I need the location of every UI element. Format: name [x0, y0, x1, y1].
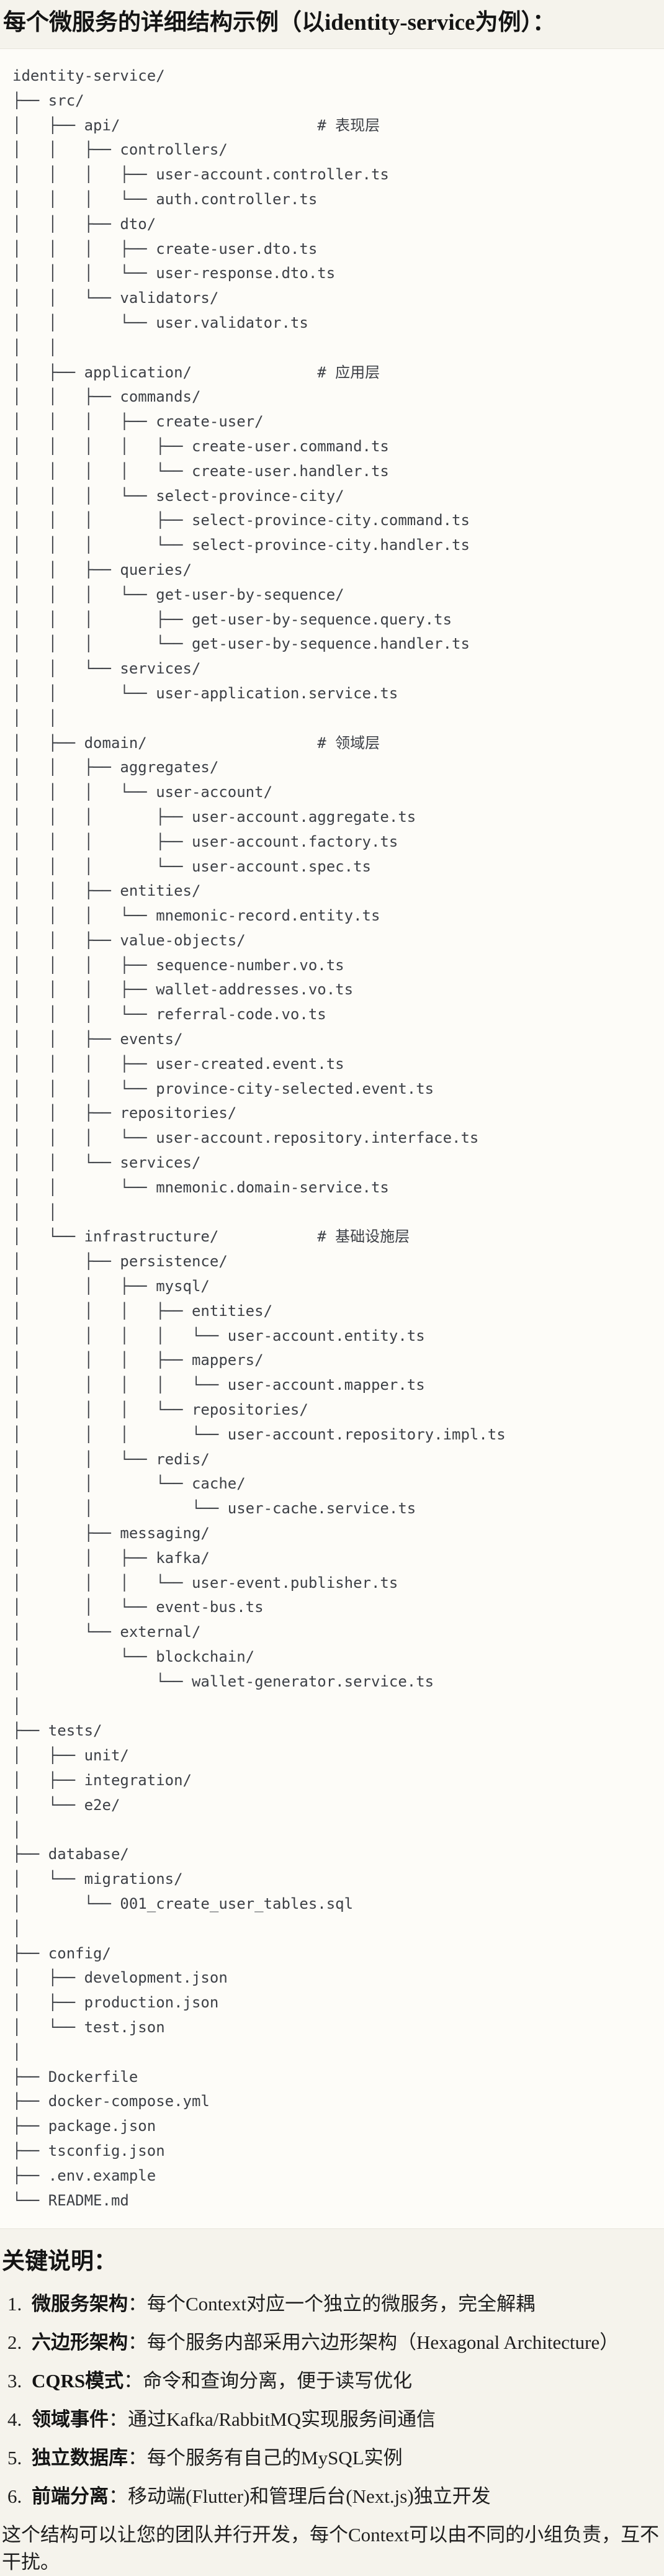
list-item-desc: ：每个服务有自己的MySQL实例: [128, 2447, 403, 2469]
list-item-number: 3.: [7, 2370, 22, 2392]
list-item-number: 2.: [7, 2331, 22, 2354]
list-item: 5. 独立数据库：每个服务有自己的MySQL实例: [0, 2444, 664, 2472]
list-item: 4. 领域事件：通过Kafka/RabbitMQ实现服务间通信: [0, 2406, 664, 2433]
list-item-desc: ：每个Context对应一个独立的微服务，完全解耦: [128, 2293, 536, 2315]
list-item-number: 4.: [7, 2408, 22, 2431]
notes-list: 1. 微服务架构：每个Context对应一个独立的微服务，完全解耦 2. 六边形架构…: [0, 2290, 664, 2510]
list-item: 3. CQRS模式：命令和查询分离，便于读写优化: [0, 2367, 664, 2395]
list-item: 2. 六边形架构：每个服务内部采用六边形架构（Hexagonal Architec…: [0, 2329, 664, 2356]
notes-heading: 关键说明：: [2, 2249, 117, 2275]
list-item-number: 1.: [7, 2293, 22, 2315]
list-item-label: 微服务架构: [32, 2293, 128, 2315]
list-item-desc: ：移动端(Flutter)和管理后台(Next.js)独立开发: [109, 2485, 491, 2508]
list-item-number: 6.: [7, 2485, 22, 2508]
list-item-desc: ：通过Kafka/RabbitMQ实现服务间通信: [109, 2408, 436, 2431]
list-item-desc: ：命令和查询分离，便于读写优化: [123, 2370, 413, 2392]
list-item-label: 领域事件: [32, 2408, 109, 2431]
list-item-label: 前端分离: [32, 2485, 109, 2508]
file-tree: identity-service/ ├── src/ │ ├── api/ # …: [12, 67, 506, 2209]
list-item: 6. 前端分离：移动端(Flutter)和管理后台(Next.js)独立开发: [0, 2483, 664, 2510]
page-title: 每个微服务的详细结构示例（以identity-service为例）：: [3, 10, 555, 35]
list-item-number: 5.: [7, 2447, 22, 2469]
list-item-label: 独立数据库: [32, 2447, 128, 2469]
list-item-desc: ：每个服务内部采用六边形架构（Hexagonal Architecture）: [128, 2331, 619, 2354]
list-item: 1. 微服务架构：每个Context对应一个独立的微服务，完全解耦: [0, 2290, 664, 2318]
list-item-label: 六边形架构: [32, 2331, 128, 2354]
code-block: identity-service/ ├── src/ │ ├── api/ # …: [0, 48, 664, 2230]
closing-paragraph: 这个结构可以让您的团队并行开发，每个Context可以由不同的小组负责，互不干扰…: [2, 2524, 660, 2574]
list-item-label: CQRS模式: [32, 2370, 124, 2392]
